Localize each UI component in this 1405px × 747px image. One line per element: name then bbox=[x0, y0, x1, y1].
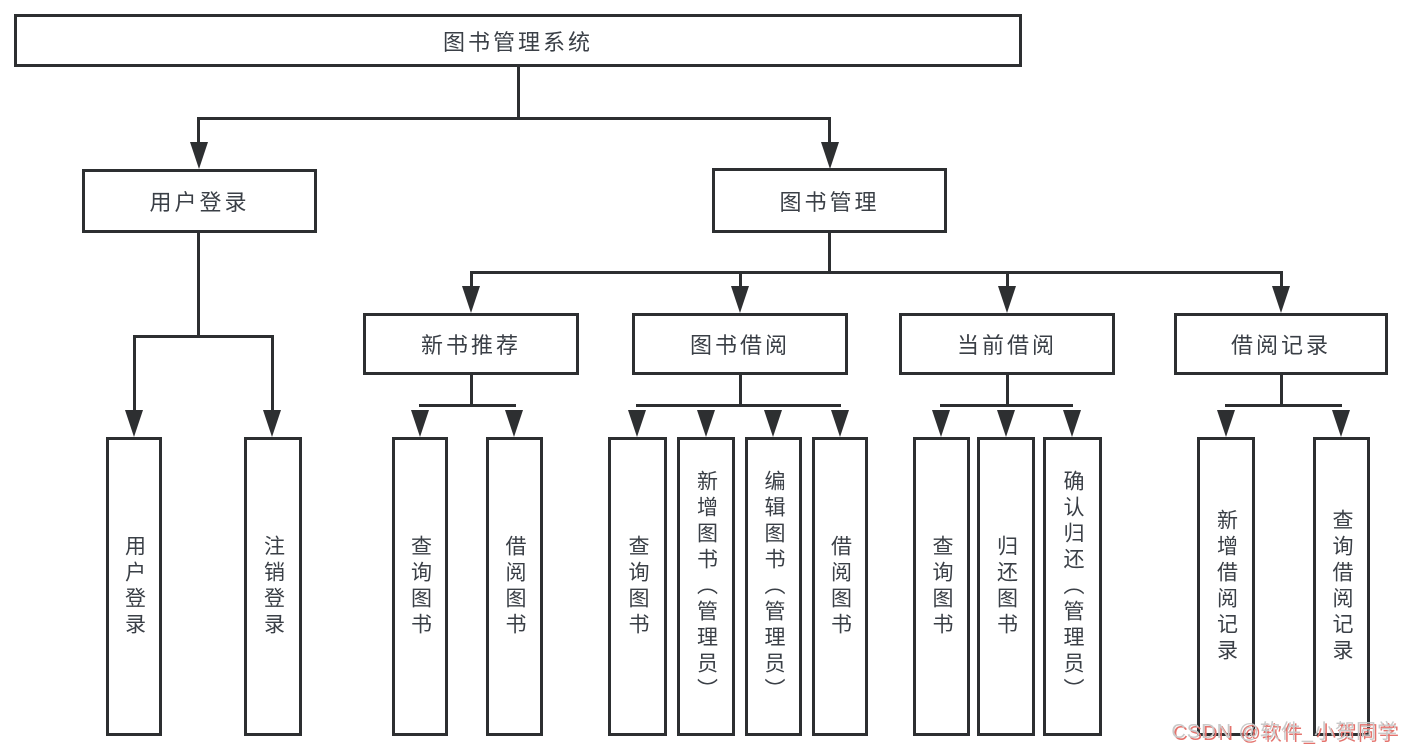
leaf-add-borrow-record: 新增借阅记录 bbox=[1197, 437, 1255, 736]
leaf-label: 查询图书 bbox=[408, 534, 432, 639]
leaf-label: 注销登录 bbox=[261, 534, 285, 639]
node-label: 图书借阅 bbox=[689, 333, 790, 358]
leaf-label: 查询借阅记录 bbox=[1330, 508, 1353, 665]
node-root-label: 图书管理系统 bbox=[442, 29, 593, 55]
arrow-down-icon bbox=[190, 142, 208, 169]
leaf-label: 借阅图书 bbox=[828, 534, 852, 639]
arrow-down-icon bbox=[731, 286, 749, 313]
node-new-book-recommend: 新书推荐 bbox=[363, 313, 579, 375]
arrow-down-icon bbox=[831, 410, 849, 437]
arrow-down-icon bbox=[932, 410, 950, 437]
arrow-down-icon bbox=[1063, 410, 1081, 437]
leaf-logout: 注销登录 bbox=[244, 437, 302, 736]
node-book-management: 图书管理 bbox=[712, 168, 947, 233]
leaf-return-books: 归还图书 bbox=[977, 437, 1035, 736]
node-book-borrow: 图书借阅 bbox=[632, 313, 848, 375]
leaf-label: 归还图书 bbox=[994, 534, 1018, 639]
connector-userlogin-rail bbox=[133, 335, 274, 338]
connector-drop bbox=[133, 335, 136, 410]
connector-drop bbox=[739, 271, 742, 287]
connector-drop bbox=[828, 117, 831, 145]
connector-borrow-rail bbox=[636, 404, 841, 407]
leaf-user-login: 用户登录 bbox=[106, 437, 162, 736]
leaf-label: 查询图书 bbox=[930, 534, 953, 639]
watermark-text: CSDN @软件_小贺同学 bbox=[1171, 721, 1398, 743]
connector-root-rail bbox=[197, 117, 831, 120]
arrow-down-icon bbox=[1272, 286, 1290, 313]
connector-root-stem bbox=[517, 67, 520, 117]
connector-records-rail bbox=[1225, 404, 1342, 407]
leaf-label: 借阅图书 bbox=[503, 534, 526, 639]
node-borrow-records: 借阅记录 bbox=[1174, 313, 1388, 375]
connector-drop bbox=[470, 271, 473, 287]
connector-current-rail bbox=[940, 404, 1073, 407]
connector-bookmgmt-rail bbox=[470, 271, 1282, 274]
arrow-down-icon bbox=[263, 410, 281, 437]
connector-newbook-rail bbox=[419, 404, 516, 407]
connector-drop bbox=[1280, 271, 1283, 287]
arrow-down-icon bbox=[697, 410, 715, 437]
csdn-watermark: CSDN @软件_小贺同学 bbox=[1171, 715, 1398, 744]
node-label: 当前借阅 bbox=[956, 333, 1057, 358]
leaf-label: 新增借阅记录 bbox=[1214, 508, 1238, 665]
leaf-borrow-books-recommend: 借阅图书 bbox=[486, 437, 543, 736]
connector-borrow-stem bbox=[739, 375, 742, 406]
arrow-down-icon bbox=[997, 410, 1015, 437]
connector-drop bbox=[197, 117, 200, 145]
arrow-down-icon bbox=[821, 142, 839, 169]
arrow-down-icon bbox=[505, 410, 523, 437]
node-user-login: 用户登录 bbox=[82, 169, 317, 233]
node-root: 图书管理系统 bbox=[14, 14, 1022, 67]
arrow-down-icon bbox=[764, 410, 782, 437]
node-label: 新书推荐 bbox=[420, 333, 521, 358]
node-label: 图书管理 bbox=[779, 189, 880, 215]
connector-bookmgmt-stem bbox=[828, 233, 831, 271]
leaf-query-borrow-record: 查询借阅记录 bbox=[1313, 437, 1370, 736]
node-current-borrow: 当前借阅 bbox=[899, 313, 1115, 375]
leaf-label: 用户登录 bbox=[122, 534, 146, 639]
leaf-query-books-borrow: 查询图书 bbox=[608, 437, 667, 736]
leaf-label: 编辑图书（管理员） bbox=[762, 469, 785, 704]
leaf-label: 查询图书 bbox=[626, 534, 649, 639]
arrow-down-icon bbox=[998, 286, 1016, 313]
node-label: 借阅记录 bbox=[1230, 333, 1331, 358]
arrow-down-icon bbox=[1217, 410, 1235, 437]
arrow-down-icon bbox=[1332, 410, 1350, 437]
leaf-confirm-return-admin: 确认归还（管理员） bbox=[1043, 437, 1102, 736]
arrow-down-icon bbox=[411, 410, 429, 437]
leaf-label: 新增图书（管理员） bbox=[694, 469, 718, 704]
connector-drop bbox=[271, 335, 274, 410]
leaf-query-books-recommend: 查询图书 bbox=[392, 437, 448, 736]
leaf-edit-books-admin: 编辑图书（管理员） bbox=[745, 437, 802, 736]
connector-drop bbox=[1006, 271, 1009, 287]
leaf-query-books-current: 查询图书 bbox=[913, 437, 970, 736]
connector-userlogin-stem bbox=[197, 233, 200, 335]
leaf-borrow-books: 借阅图书 bbox=[812, 437, 868, 736]
connector-newbook-stem bbox=[470, 375, 473, 406]
leaf-label: 确认归还（管理员） bbox=[1061, 469, 1084, 704]
arrow-down-icon bbox=[628, 410, 646, 437]
connector-current-stem bbox=[1006, 375, 1009, 406]
leaf-add-books-admin: 新增图书（管理员） bbox=[677, 437, 735, 736]
arrow-down-icon bbox=[125, 410, 143, 437]
arrow-down-icon bbox=[462, 286, 480, 313]
connector-records-stem bbox=[1280, 375, 1283, 406]
node-label: 用户登录 bbox=[149, 190, 250, 215]
